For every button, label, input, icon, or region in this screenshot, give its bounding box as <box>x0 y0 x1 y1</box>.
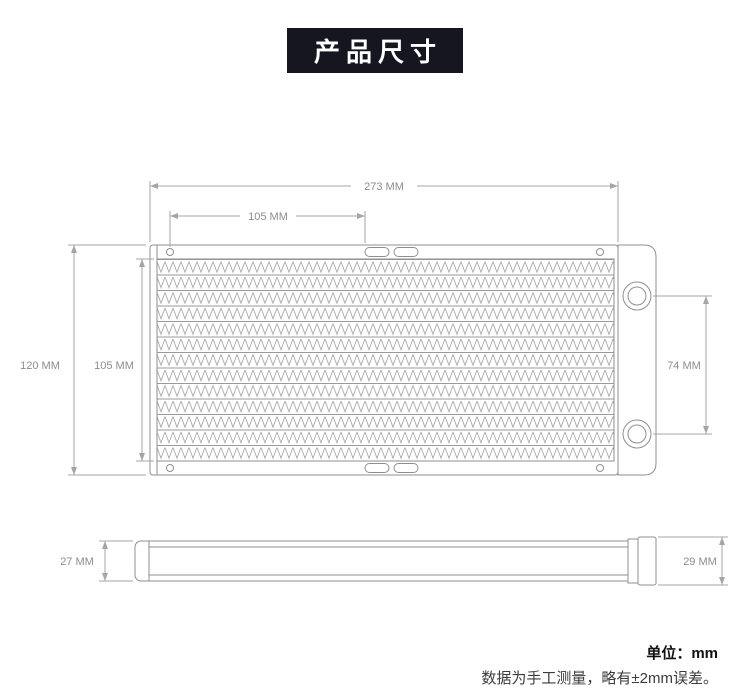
mount-slot <box>364 247 390 257</box>
arrowhead <box>719 577 725 585</box>
dimension-body-thickness: 27 MM <box>60 540 133 582</box>
dim-label-mount-width: 105 MM <box>248 211 288 223</box>
screw-hole <box>596 248 604 256</box>
dim-label-total-width: 273 MM <box>364 181 404 193</box>
arrowhead <box>170 213 178 219</box>
dim-label-core-height: 105 MM <box>94 360 134 372</box>
side-fitting-collar <box>627 538 639 584</box>
measurement-note: 数据为手工测量，略有±2mm误差。 <box>481 670 718 687</box>
dim-label-port-spacing: 74 MM <box>667 360 701 372</box>
arrowhead <box>139 453 145 461</box>
dimension-total-width: 273 MM <box>149 181 619 242</box>
dim-label-total-height: 120 MM <box>20 360 60 372</box>
arrowhead <box>139 259 145 267</box>
screw-hole <box>166 248 174 256</box>
arrowhead <box>610 183 618 189</box>
unit-label: 单位：mm <box>646 645 718 662</box>
arrowhead <box>150 183 158 189</box>
mount-slot <box>393 463 419 473</box>
radiator-front-view <box>149 244 657 476</box>
dim-label-body-thickness: 27 MM <box>60 556 94 568</box>
mount-slot <box>393 247 419 257</box>
port-inner-ring <box>627 286 647 306</box>
dim-label-fitting-thickness: 29 MM <box>683 556 717 568</box>
screw-hole <box>596 464 604 472</box>
fin-core <box>156 258 615 462</box>
port-inner-ring <box>627 424 647 444</box>
screw-hole <box>166 464 174 472</box>
arrowhead <box>357 213 365 219</box>
dimension-port-spacing: 74 MM <box>653 295 712 435</box>
arrowhead <box>703 426 709 434</box>
dimension-total-height: 120 MM <box>20 244 146 476</box>
side-fitting-cap <box>637 536 657 586</box>
section-title-box: 产品尺寸 <box>287 28 463 73</box>
radiator-side-view <box>134 536 657 586</box>
arrowhead <box>102 573 108 581</box>
dimension-core-height: 105 MM <box>94 258 154 462</box>
dimension-mount-width: 105 MM <box>169 211 366 247</box>
arrowhead <box>102 541 108 549</box>
arrowhead <box>71 467 77 475</box>
mount-slot <box>364 463 390 473</box>
section-title: 产品尺寸 <box>313 37 442 67</box>
arrowhead <box>719 537 725 545</box>
arrowhead <box>71 245 77 253</box>
dimension-annotations: 273 MM 105 MM 120 MM <box>20 181 728 586</box>
arrowhead <box>703 296 709 304</box>
dimension-fitting-thickness: 29 MM <box>658 536 728 586</box>
